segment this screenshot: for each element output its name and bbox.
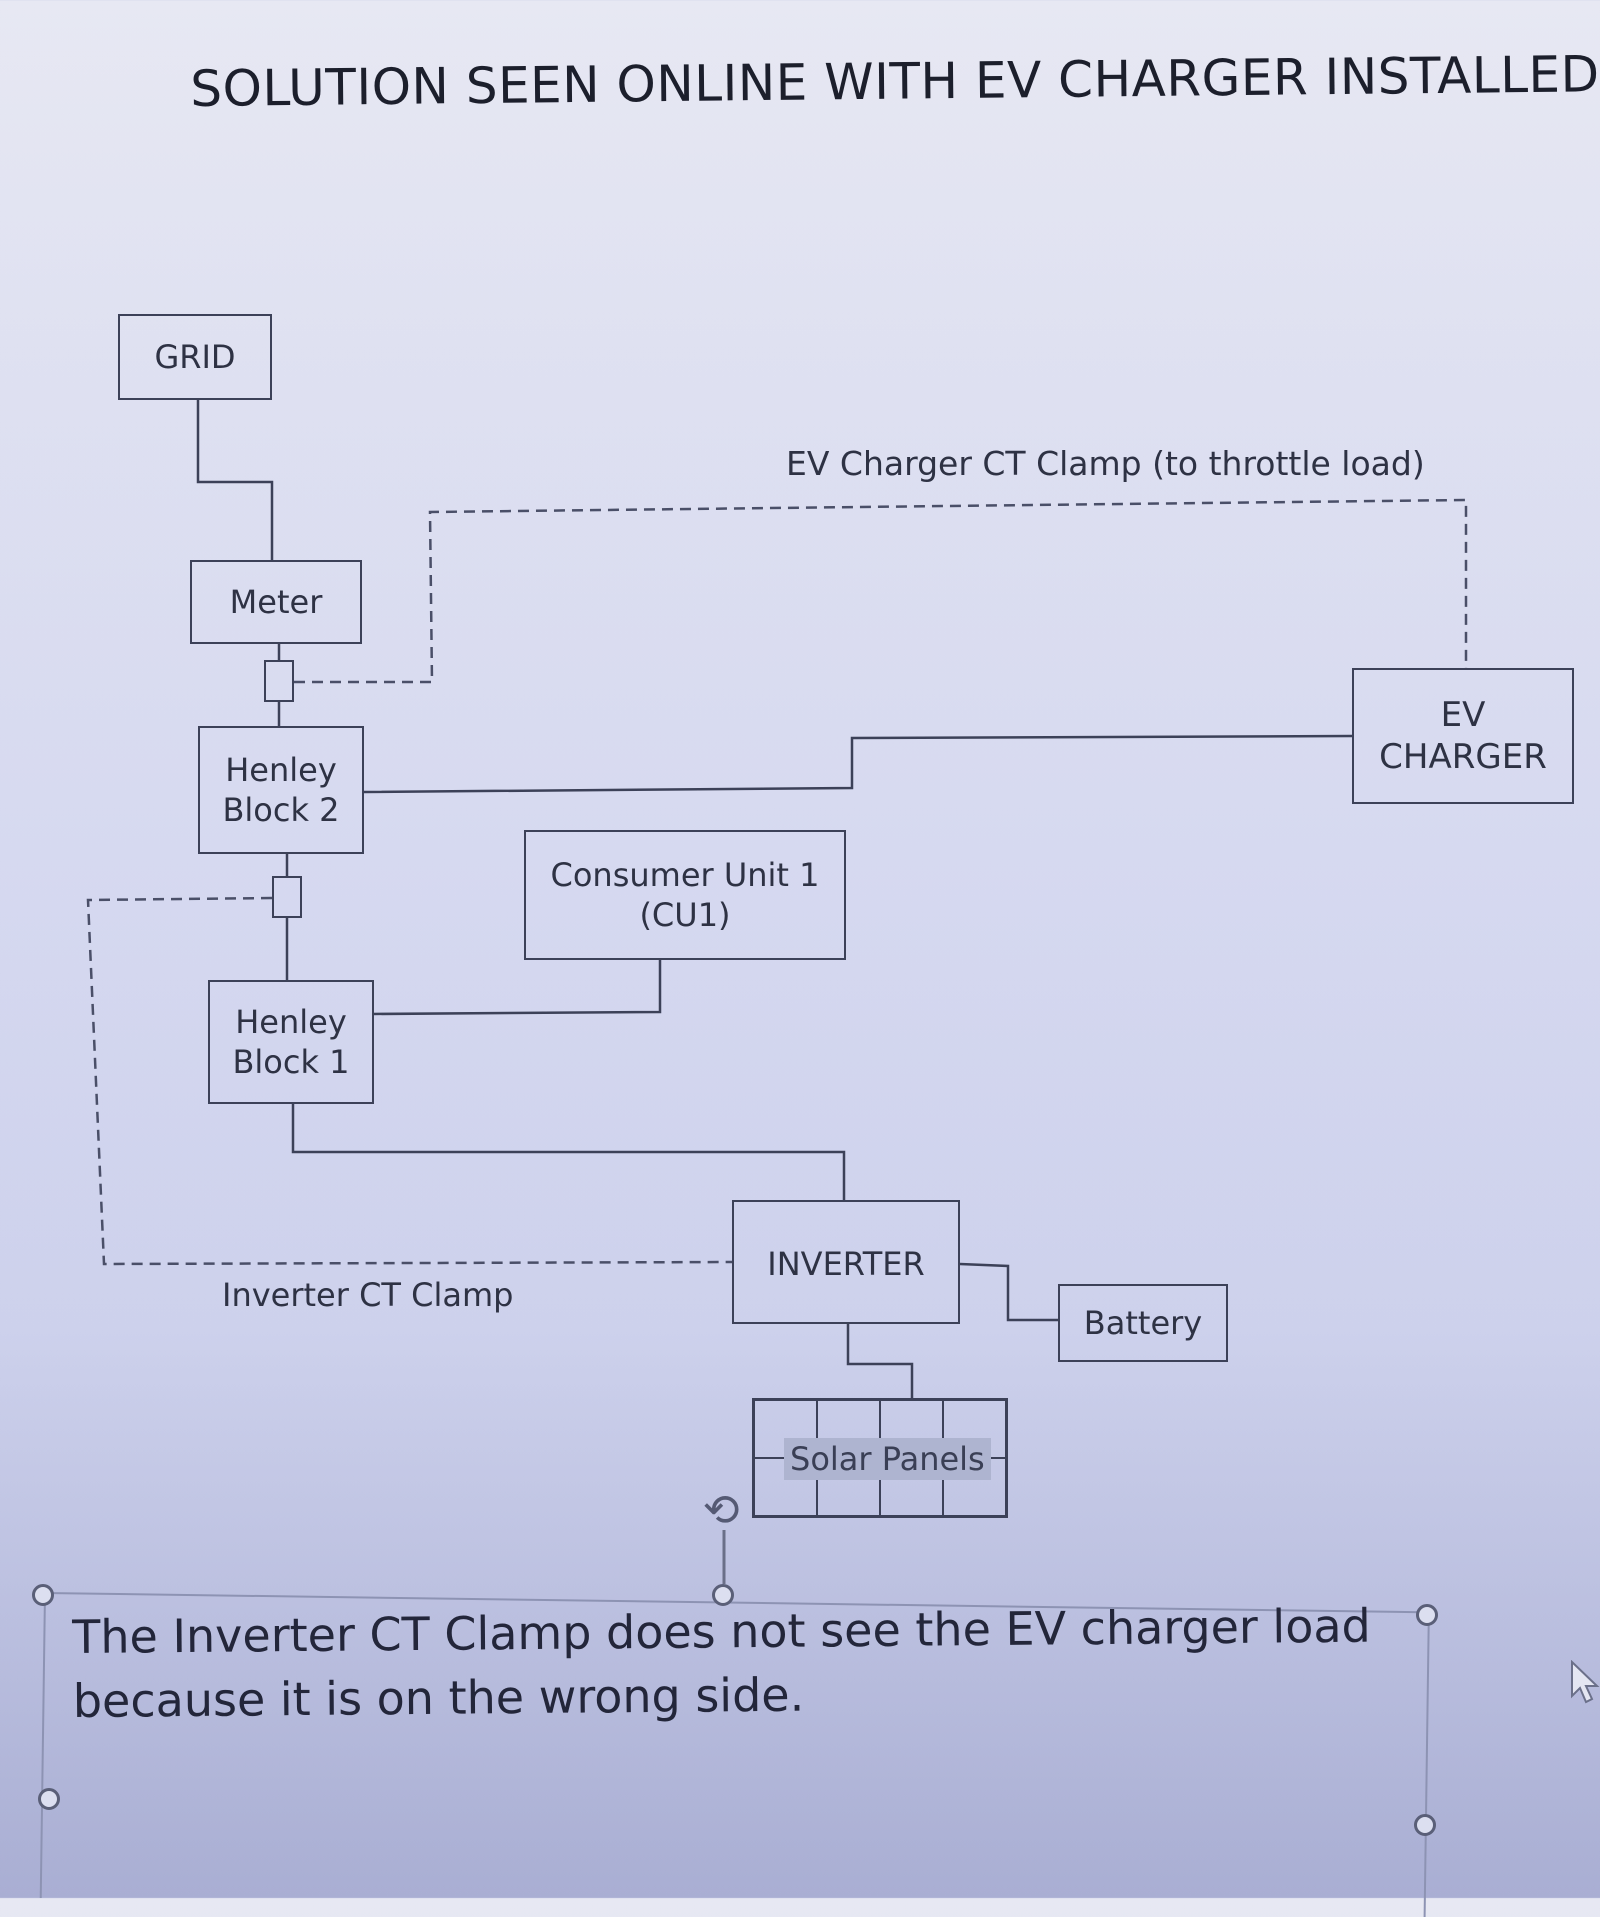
grid-box: GRID (118, 314, 272, 400)
wire-henley2-ev (363, 734, 1353, 794)
henley-block-2-box: Henley Block 2 (198, 726, 364, 854)
battery-box: Battery (1058, 1284, 1228, 1362)
henley-block-1-box: Henley Block 1 (208, 980, 374, 1104)
dashed-ev-ct-clamp (294, 498, 1468, 684)
resize-handle-top-left[interactable] (32, 1584, 54, 1606)
wire-henley1-cu1 (371, 960, 662, 1016)
inverter-box: INVERTER (732, 1200, 960, 1324)
resize-handle-top-center[interactable] (712, 1584, 734, 1606)
ev-charger-box: EV CHARGER (1352, 668, 1574, 804)
wire-grid-meter (196, 400, 274, 560)
solar-panels-box: Solar Panels (752, 1398, 1008, 1518)
resize-handle-mid-left[interactable] (38, 1788, 60, 1810)
ev-ct-clamp-label: EV Charger CT Clamp (to throttle load) (786, 444, 1425, 483)
inverter-ct-clamp-square (272, 876, 302, 918)
rotate-handle-icon[interactable]: ⟲ (702, 1485, 740, 1536)
ev-ct-clamp-square (264, 660, 294, 702)
wire-inverter-battery (959, 1262, 1058, 1322)
resize-handle-top-right[interactable] (1416, 1604, 1438, 1626)
meter-box: Meter (190, 560, 362, 644)
wire-henley1-inverter (291, 1104, 846, 1200)
solar-panels-label: Solar Panels (784, 1438, 991, 1480)
dashed-inverter-ct-clamp (86, 896, 733, 1266)
inverter-ct-clamp-label: Inverter CT Clamp (222, 1276, 514, 1314)
note-text[interactable]: The Inverter CT Clamp does not see the E… (72, 1598, 1371, 1728)
resize-handle-mid-right[interactable] (1414, 1814, 1436, 1836)
consumer-unit-1-box: Consumer Unit 1 (CU1) (524, 830, 846, 960)
wire-inverter-solar (846, 1324, 914, 1398)
mouse-cursor-icon (1571, 1660, 1600, 1704)
